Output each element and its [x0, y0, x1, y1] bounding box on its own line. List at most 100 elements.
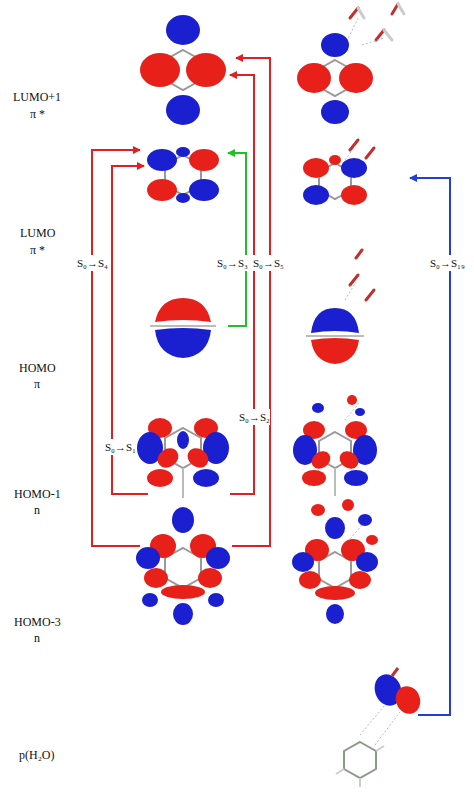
- orbital-lumo: [147, 147, 219, 203]
- orbital-homo-minus-1-part: [184, 444, 212, 471]
- orbital-homo-hydrated: [306, 308, 364, 364]
- pyrimidine-molecule-part: [376, 746, 384, 751]
- orbital-homo-minus-3-part: [198, 568, 222, 588]
- orbital-homo-minus-3-hydrated-part: [358, 514, 372, 526]
- transition-arrow: [232, 58, 270, 546]
- orbital-homo-hydrated-part: [311, 338, 359, 364]
- orbital-label: LUMO: [20, 226, 55, 240]
- water-molecules-part: [358, 8, 364, 18]
- orbital-homo-part: [155, 328, 211, 358]
- transition-label: S₀→S₄: [77, 255, 108, 271]
- orbital-homo-minus-1-hydrated-part: [344, 470, 368, 486]
- orbital-lumo-hydrated-part: [303, 185, 329, 205]
- orbital-homo-minus-1-part: [154, 444, 182, 471]
- orbital-homo-hydrated-part: [311, 308, 359, 333]
- water-molecules-part: [366, 148, 374, 158]
- water-p-orbital-part: [392, 668, 398, 676]
- transition-label: S₀→S₂: [239, 409, 270, 425]
- orbital-homo-minus-1-hydrated-part: [308, 448, 334, 473]
- orbital-homo-minus-3-hydrated-part: [366, 535, 378, 545]
- hydrogen-bond-lines-part: [360, 705, 385, 735]
- orbital-lumo-hydrated: [303, 155, 367, 205]
- water-molecules: [350, 4, 404, 300]
- orbital-homo-minus-3-hydrated-part: [325, 517, 345, 539]
- orbital-lumo-part: [147, 149, 177, 171]
- orbital-lumo-plus-1-part: [140, 53, 180, 87]
- orbital-homo-minus-1-part: [177, 431, 189, 449]
- orbital-lumo-plus-1-part: [166, 15, 200, 45]
- orbital-homo-minus-1-hydrated-part: [336, 448, 362, 473]
- orbital-lumo-plus-1-part: [166, 95, 200, 125]
- orbital-lumo-hydrated-part: [341, 158, 367, 178]
- orbital-homo-minus-1: [137, 418, 229, 498]
- transition-label: S₀→S₅: [253, 255, 284, 271]
- orbital-homo-minus-1-hydrated-part: [312, 403, 324, 413]
- transition-arrow: [230, 75, 254, 494]
- orbital-lumo-part: [147, 179, 177, 201]
- orbital-homo-minus-3-hydrated-part: [292, 552, 314, 572]
- orbital-homo-minus-3-part: [173, 603, 193, 625]
- water-molecules-part: [356, 250, 362, 258]
- orbital-homo-minus-1-part: [193, 469, 219, 487]
- orbital-homo-part: [155, 298, 211, 322]
- orbital-homo-minus-3-part: [206, 547, 230, 569]
- transition-arrow: [228, 153, 246, 326]
- water-molecules-part: [350, 8, 358, 18]
- orbital-lumo-plus-1-hydrated: [297, 33, 373, 124]
- transition-arrows: [92, 58, 450, 715]
- orbital-homo-minus-3-hydrated-part: [299, 571, 321, 589]
- transition-arrow: [92, 150, 140, 546]
- orbital-label: HOMO-1: [14, 487, 61, 501]
- orbital-lumo-hydrated-part: [329, 155, 341, 165]
- orbital-lumo-part: [189, 179, 219, 201]
- orbital-lumo-plus-1-part: [186, 53, 226, 87]
- orbital-homo-minus-1-hydrated-part: [302, 470, 326, 486]
- hydrogen-bond-lines-part: [375, 712, 400, 745]
- orbital-homo-minus-3-hydrated-part: [349, 571, 371, 589]
- orbital-homo-minus-3-part: [136, 547, 160, 569]
- hydrogen-bond-lines-part: [345, 282, 356, 300]
- water-molecules-part: [350, 140, 358, 150]
- orbital-homo-minus-3-hydrated-part: [342, 499, 354, 511]
- orbital-lumo-plus-1: [140, 15, 226, 125]
- water-molecules-part: [350, 275, 358, 285]
- orbital-homo-minus-3: [136, 507, 230, 625]
- orbital-label: HOMO: [19, 361, 56, 375]
- orbital-homo-minus-3-part: [208, 593, 224, 607]
- transition-label: S₀→S₁₉: [430, 255, 465, 271]
- orbital-homo-minus-3-hydrated-part: [311, 504, 325, 516]
- orbital-lumo-part: [176, 147, 190, 157]
- orbital-homo-minus-1-part: [182, 468, 184, 498]
- water-molecules-part: [398, 4, 404, 14]
- orbital-homo-minus-3-hydrated-part: [356, 552, 378, 572]
- orbital-label: n: [34, 503, 40, 517]
- water-p-orbital: [370, 668, 424, 717]
- orbital-homo-hydrated-part: [306, 335, 364, 337]
- orbital-lumo-plus-1-hydrated-part: [297, 63, 331, 93]
- orbital-homo-minus-1-hydrated-part: [334, 468, 336, 496]
- water-p-orbital-part: [392, 683, 424, 718]
- hydrogen-bond-lines: [345, 18, 400, 745]
- hydrogen-bond-lines-part: [345, 145, 356, 160]
- orbital-homo-part: [150, 325, 216, 327]
- orbital-lumo-plus-1-hydrated-part: [321, 100, 349, 124]
- water-molecules-part: [366, 290, 374, 300]
- water-molecules-part: [384, 30, 392, 40]
- water-molecules-part: [392, 4, 398, 14]
- orbital-lumo-plus-1-hydrated-part: [321, 33, 349, 57]
- orbital-homo-minus-3-part: [142, 593, 158, 607]
- orbital-label: HOMO-3: [14, 615, 61, 629]
- orbital-lumo-plus-1-hydrated-part: [339, 63, 373, 93]
- orbital-homo-minus-3-part: [172, 507, 194, 533]
- orbital-label: π *: [30, 107, 45, 121]
- orbital-homo-minus-3-hydrated-part: [326, 604, 344, 624]
- orbital-homo: [150, 298, 216, 358]
- pyrimidine-molecule: [336, 742, 384, 787]
- orbital-homo-minus-3-part: [144, 568, 168, 588]
- orbital-label: π: [34, 377, 40, 391]
- orbital-homo-minus-1-part: [147, 469, 173, 487]
- hydrogen-bond-lines-part: [362, 38, 384, 45]
- pyrimidine-molecule-part: [336, 769, 344, 774]
